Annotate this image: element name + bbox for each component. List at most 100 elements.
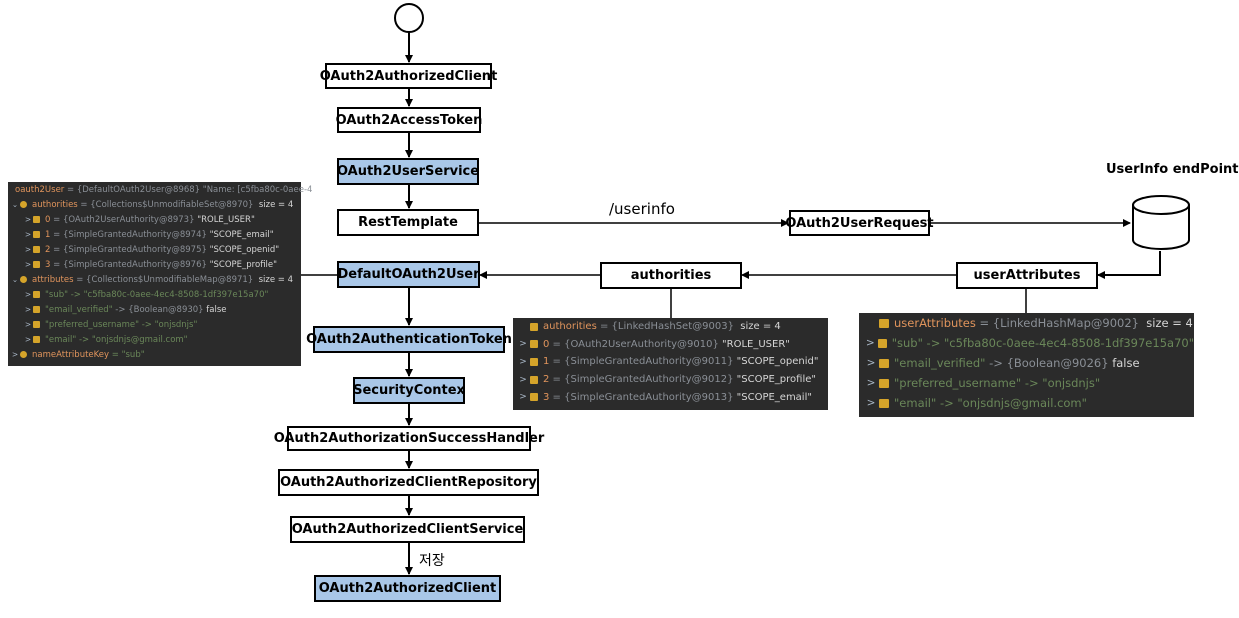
debug-row[interactable]: >"email" -> "onjsdnjs@gmail.com" [8, 332, 301, 347]
debug-row[interactable]: >"sub" -> "c5fba80c-0aee-4ec4-8508-1df39… [8, 287, 301, 302]
debug-var-value: = {DefaultOAuth2User@8968} "Name: [c5fba… [64, 184, 313, 195]
chevron-right-icon[interactable]: > [865, 337, 875, 349]
debug-var-name: 1 [45, 229, 51, 240]
debug-var-tail: "SCOPE_email" [736, 391, 812, 403]
chevron-right-icon[interactable]: > [866, 397, 876, 409]
debug-var-name: 2 [45, 244, 51, 255]
debug-panel-userattributes: userAttributes = {LinkedHashMap@9002} si… [859, 313, 1194, 417]
chevron-right-icon[interactable]: > [24, 245, 32, 254]
oauth2-authentication-token-box: OAuth2AuthenticationToken [306, 326, 512, 353]
debug-var-name: authorities [32, 199, 78, 210]
box-label: OAuth2UserService [336, 164, 480, 179]
field-icon [33, 231, 40, 238]
debug-var-value: = {SimpleGrantedAuthority@8976} [50, 259, 210, 270]
chevron-right-icon[interactable]: > [24, 230, 32, 239]
chevron-right-icon[interactable]: > [24, 215, 32, 224]
debug-panel-authorities: authorities = {LinkedHashSet@9003} size … [513, 318, 828, 410]
debug-row[interactable]: >2 = {SimpleGrantedAuthority@8975} "SCOP… [8, 242, 301, 257]
chevron-right-icon[interactable]: > [24, 305, 32, 314]
box-label: OAuth2UserRequest [785, 215, 934, 231]
debug-var-name: userAttributes [894, 316, 976, 330]
box-label: OAuth2AuthorizedClientService [291, 522, 524, 537]
field-icon [33, 306, 40, 313]
chevron-right-icon[interactable]: > [519, 392, 527, 403]
chevron-right-icon[interactable]: > [24, 320, 32, 329]
debug-row[interactable]: ⌄authorities = {Collections$Unmodifiable… [8, 197, 301, 212]
debug-var-tail: "SCOPE_email" [209, 229, 274, 240]
chevron-right-icon[interactable]: > [24, 260, 32, 269]
debug-row[interactable]: >0 = {OAuth2UserAuthority@8973} "ROLE_US… [8, 212, 301, 227]
debug-var-name: oauth2User [15, 184, 65, 195]
field-icon [33, 321, 40, 328]
debug-var-tail: false [206, 304, 227, 315]
debug-row[interactable]: >3 = {SimpleGrantedAuthority@8976} "SCOP… [8, 257, 301, 272]
success-handler-box: OAuth2AuthorizationSuccessHandler [274, 426, 544, 451]
chevron-down-icon[interactable]: ⌄ [11, 275, 19, 284]
debug-var-value: = {SimpleGrantedAuthority@9013} [549, 391, 737, 403]
field-icon [879, 318, 889, 328]
debug-row[interactable]: >1 = {SimpleGrantedAuthority@9011} "SCOP… [513, 353, 828, 371]
debug-var-name: "email_verified" [894, 356, 986, 370]
debug-row[interactable]: >"email_verified" -> {Boolean@9026} fals… [859, 353, 1194, 373]
oauth2-user-request-box: OAuth2UserRequest [785, 210, 934, 236]
default-oauth2-user-box: DefaultOAuth2User [337, 261, 480, 288]
debug-var-name: 2 [543, 374, 550, 386]
chevron-right-icon[interactable]: > [24, 335, 32, 344]
debug-row[interactable]: oauth2User = {DefaultOAuth2User@8968} "N… [8, 182, 312, 197]
debug-row[interactable]: >nameAttributeKey = "sub" [8, 347, 301, 362]
debug-var-tail: "SCOPE_profile" [209, 259, 278, 270]
debug-var-name: "sub" [891, 336, 923, 350]
oauth2-authorized-client-box: OAuth2AuthorizedClient [320, 63, 497, 89]
authorities-box: authorities [600, 262, 742, 289]
chevron-right-icon[interactable]: > [866, 377, 876, 389]
debug-row[interactable]: >"preferred_username" -> "onjsdnjs" [859, 373, 1194, 393]
field-icon [530, 375, 538, 384]
field-icon [33, 336, 40, 343]
debug-var-tail: "SCOPE_openid" [736, 356, 819, 368]
debug-var-value: = {SimpleGrantedAuthority@9011} [549, 356, 737, 368]
field-icon [530, 393, 538, 402]
chevron-right-icon[interactable]: > [11, 350, 19, 359]
chevron-right-icon[interactable]: > [519, 356, 527, 367]
debug-row[interactable]: >3 = {SimpleGrantedAuthority@9013} "SCOP… [513, 388, 828, 406]
debug-var-name: authorities [543, 321, 597, 333]
box-label: OAuth2AuthorizedClient [319, 68, 498, 84]
userinfo-edge-label: /userinfo [609, 200, 675, 218]
debug-var-name: 3 [45, 259, 51, 270]
debug-row[interactable]: > "email" -> "onjsdnjs@gmail.com" [859, 393, 1194, 413]
chevron-right-icon[interactable]: > [24, 290, 32, 299]
debug-var-tail: "SCOPE_profile" [736, 374, 816, 386]
debug-var-value: -> "c5fba80c-0aee-4ec4-8508-1df397e15a70… [68, 289, 269, 300]
debug-row[interactable]: ⌄attributes = {Collections$UnmodifiableM… [8, 272, 301, 287]
protected-field-icon [20, 276, 27, 283]
field-icon [877, 338, 887, 348]
debug-var-value: -> "onjsdnjs@gmail.com" [936, 396, 1087, 410]
debug-var-name: "email" [894, 396, 937, 410]
debug-var-value: -> {Boolean@9026} [985, 356, 1113, 370]
chevron-right-icon[interactable]: > [519, 339, 527, 350]
debug-row[interactable]: >"preferred_username" -> "onjsdnjs" [8, 317, 301, 332]
debug-var-name: "email_verified" [45, 304, 113, 315]
field-icon [530, 322, 538, 331]
debug-row[interactable]: >2 = {SimpleGrantedAuthority@9012} "SCOP… [513, 371, 828, 389]
field-icon [33, 261, 40, 268]
debug-var-name: attributes [32, 274, 74, 285]
debug-row[interactable]: authorities = {LinkedHashSet@9003} size … [513, 318, 828, 336]
chevron-right-icon[interactable]: > [519, 374, 527, 385]
box-label: SecurityContex [353, 383, 465, 398]
chevron-down-icon[interactable]: ⌄ [11, 200, 19, 209]
debug-var-tail: "ROLE_USER" [197, 214, 255, 225]
debug-row[interactable]: >0 = {OAuth2UserAuthority@9010} "ROLE_US… [513, 336, 828, 354]
debug-var-tail: "ROLE_USER" [722, 338, 790, 350]
debug-row[interactable]: >"email_verified" -> {Boolean@8930} fals… [8, 302, 301, 317]
debug-row[interactable]: userAttributes = {LinkedHashMap@9002} si… [859, 313, 1194, 333]
field-icon [33, 246, 40, 253]
edge-endpoint-to-userattributes [1097, 251, 1161, 279]
box-label: OAuth2AuthenticationToken [306, 332, 512, 347]
debug-row[interactable]: >"sub" -> "c5fba80c-0aee-4ec4-8508-1df39… [859, 333, 1194, 353]
chevron-right-icon[interactable]: > [866, 357, 876, 369]
security-contex-box: SecurityContex [353, 377, 465, 404]
debug-panel-oauth2user: oauth2User = {DefaultOAuth2User@8968} "N… [8, 182, 312, 366]
field-icon [879, 358, 889, 368]
debug-row[interactable]: >1 = {SimpleGrantedAuthority@8974} "SCOP… [8, 227, 301, 242]
